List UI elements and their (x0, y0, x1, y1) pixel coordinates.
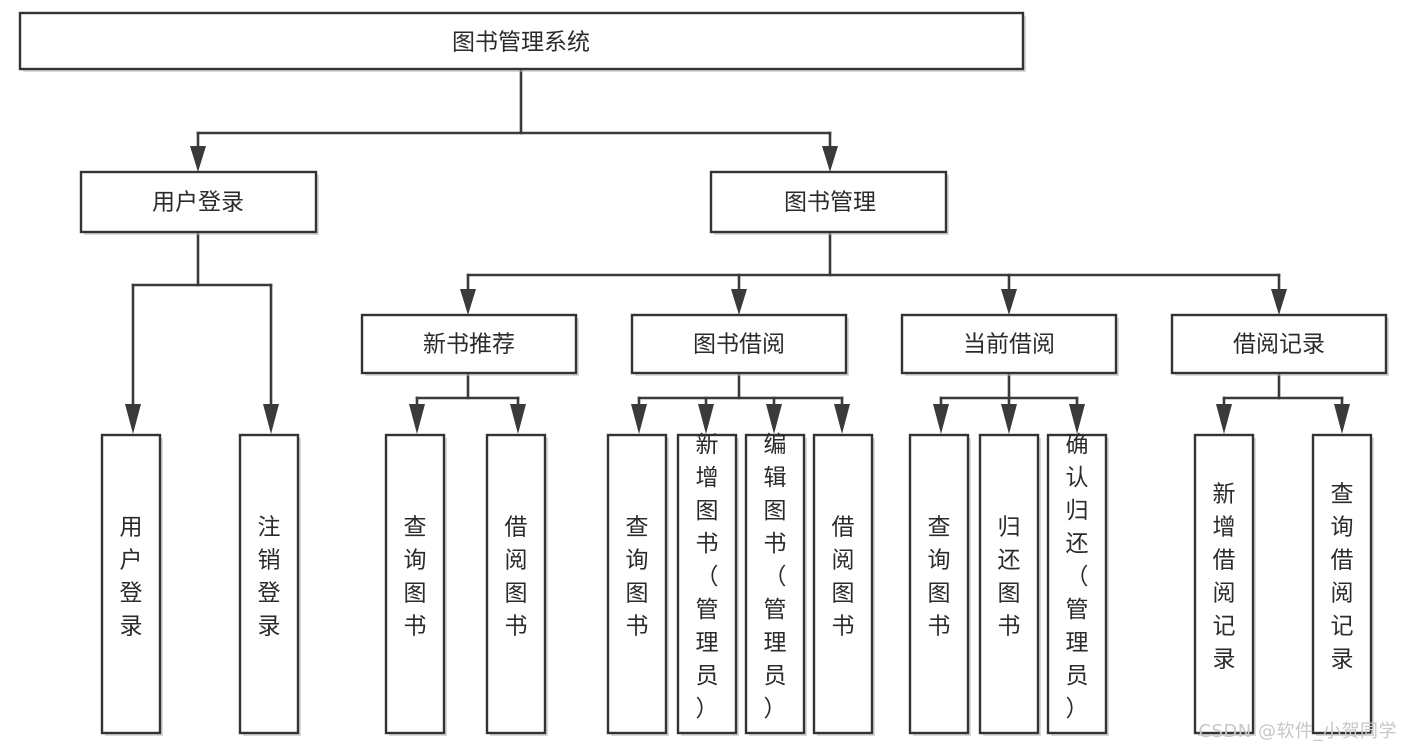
node-leaf-confirm-return-box (1046, 433, 1108, 735)
node-leaf-borrow-book-2[interactable]: 借阅图书 (812, 433, 875, 736)
arrow-head-leaf-add-book (698, 404, 714, 434)
node-leaf-edit-book[interactable]: 编辑图书（管理员） (744, 432, 807, 736)
node-leaf-borrow-book-1[interactable]: 借阅图书 (485, 433, 548, 736)
arrow-head-leaf-user-login (125, 404, 141, 434)
node-current-borrow-box (900, 313, 1118, 375)
arrow-head-leaf-return-book (1001, 404, 1017, 434)
connector-layer (125, 67, 1350, 434)
node-borrow-record-label: 借阅记录 (1233, 332, 1325, 358)
node-leaf-return-book-box (978, 433, 1040, 735)
node-user-login-box (79, 170, 318, 234)
node-leaf-add-book-box (676, 433, 738, 735)
node-leaf-add-book[interactable]: 新增图书（管理员） (676, 432, 739, 736)
node-leaf-user-login[interactable]: 用户登录 (100, 433, 163, 736)
node-leaf-return-book[interactable]: 归还图书 (978, 433, 1041, 736)
arrow-head-book-borrow (731, 289, 747, 315)
node-leaf-query-book-2-box (606, 433, 668, 735)
arrow-head-leaf-query-book-1 (409, 404, 425, 434)
node-borrow-record[interactable]: 借阅记录 (1170, 313, 1389, 376)
node-book-borrow[interactable]: 图书借阅 (630, 313, 849, 376)
node-leaf-user-logout-box (238, 433, 300, 735)
node-root-box (18, 11, 1025, 71)
node-leaf-add-record-box (1193, 433, 1255, 735)
node-leaf-borrow-book-2-box (812, 433, 874, 735)
arrow-head-leaf-borrow-book-1 (510, 404, 526, 434)
arrow-head-leaf-query-book-2 (631, 404, 647, 434)
node-leaf-query-record[interactable]: 查询借阅记录 (1311, 433, 1374, 736)
arrow-head-leaf-query-record (1334, 404, 1350, 434)
node-book-borrow-box (630, 313, 848, 375)
watermark-text: CSDN @软件_小贺同学 (1198, 721, 1397, 742)
arrow-head-leaf-confirm-return (1069, 404, 1085, 434)
arrow-head-leaf-add-record (1216, 404, 1232, 434)
node-leaf-user-logout-label: 注销登录 (258, 515, 281, 640)
node-book-manage[interactable]: 图书管理 (709, 170, 949, 235)
node-new-book-recommend[interactable]: 新书推荐 (360, 313, 579, 376)
node-leaf-return-book-label: 归还图书 (998, 515, 1021, 640)
node-leaf-borrow-book-1-box (485, 433, 547, 735)
arrow-head-user-login (190, 146, 206, 172)
node-borrow-record-box (1170, 313, 1388, 375)
node-leaf-query-book-3[interactable]: 查询图书 (908, 433, 971, 736)
node-book-manage-box (709, 170, 948, 234)
node-leaf-confirm-return[interactable]: 确认归还（管理员） (1046, 432, 1109, 736)
node-book-borrow-label: 图书借阅 (693, 332, 785, 358)
arrow-head-leaf-query-book-3 (933, 404, 949, 434)
node-user-login[interactable]: 用户登录 (79, 170, 319, 235)
node-leaf-user-login-box (100, 433, 162, 735)
node-leaf-query-record-label: 查询借阅记录 (1331, 482, 1354, 673)
node-leaf-edit-book-label: 编辑图书（管理员） (764, 432, 787, 722)
node-leaf-confirm-return-label: 确认归还（管理员） (1066, 432, 1089, 722)
node-new-book-recommend-box (360, 313, 578, 375)
node-leaf-user-login-label: 用户登录 (120, 515, 143, 640)
arrow-head-borrow-record (1271, 289, 1287, 315)
arrow-head-leaf-borrow-book-2 (834, 404, 850, 434)
node-current-borrow[interactable]: 当前借阅 (900, 313, 1119, 376)
node-leaf-query-record-box (1311, 433, 1373, 735)
node-leaf-query-book-3-label: 查询图书 (928, 515, 951, 640)
node-leaf-borrow-book-1-label: 借阅图书 (505, 515, 528, 640)
arrow-head-current-borrow (1001, 289, 1017, 315)
node-root-label: 图书管理系统 (452, 30, 590, 56)
arrow-head-book-manage (822, 146, 838, 172)
node-leaf-user-logout[interactable]: 注销登录 (238, 433, 301, 736)
node-leaf-query-book-2[interactable]: 查询图书 (606, 433, 669, 736)
node-book-manage-label: 图书管理 (784, 190, 876, 216)
arrow-head-new-book-recommend (460, 289, 476, 315)
arrow-head-leaf-user-logout (263, 404, 279, 434)
node-leaf-query-book-1-label: 查询图书 (404, 515, 427, 640)
arrow-head-leaf-edit-book (766, 404, 782, 434)
node-leaf-edit-book-box (744, 433, 806, 735)
node-current-borrow-label: 当前借阅 (963, 332, 1055, 358)
node-leaf-borrow-book-2-label: 借阅图书 (832, 515, 855, 640)
node-leaf-query-book-2-label: 查询图书 (626, 515, 649, 640)
node-user-login-label: 用户登录 (152, 190, 244, 216)
node-leaf-query-book-3-box (908, 433, 970, 735)
node-leaf-add-record-label: 新增借阅记录 (1213, 482, 1236, 673)
node-leaf-query-book-1[interactable]: 查询图书 (384, 433, 447, 736)
node-root[interactable]: 图书管理系统 (18, 11, 1026, 72)
node-new-book-recommend-label: 新书推荐 (423, 332, 515, 358)
node-leaf-query-book-1-box (384, 433, 446, 735)
node-leaf-add-record[interactable]: 新增借阅记录 (1193, 433, 1256, 736)
node-leaf-add-book-label: 新增图书（管理员） (696, 432, 719, 722)
